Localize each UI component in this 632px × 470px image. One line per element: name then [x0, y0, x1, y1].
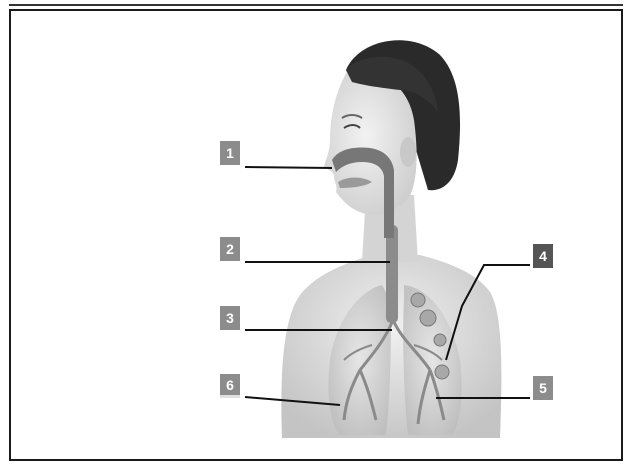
- label-4-text: 4: [539, 248, 547, 264]
- label-3: 3: [220, 306, 240, 330]
- ear: [400, 137, 416, 167]
- label-1-text: 1: [226, 145, 234, 161]
- label-2-text: 2: [226, 241, 234, 257]
- label-5: 5: [533, 376, 553, 400]
- label-2: 2: [220, 237, 240, 261]
- label-6-text: 6: [226, 377, 234, 393]
- label-6: 6: [220, 374, 240, 398]
- leader-line-1: [245, 167, 332, 168]
- label-3-text: 3: [226, 310, 234, 326]
- label-1: 1: [220, 141, 240, 165]
- label-4: 4: [533, 244, 553, 268]
- label-5-text: 5: [539, 380, 547, 396]
- trachea: [386, 225, 398, 323]
